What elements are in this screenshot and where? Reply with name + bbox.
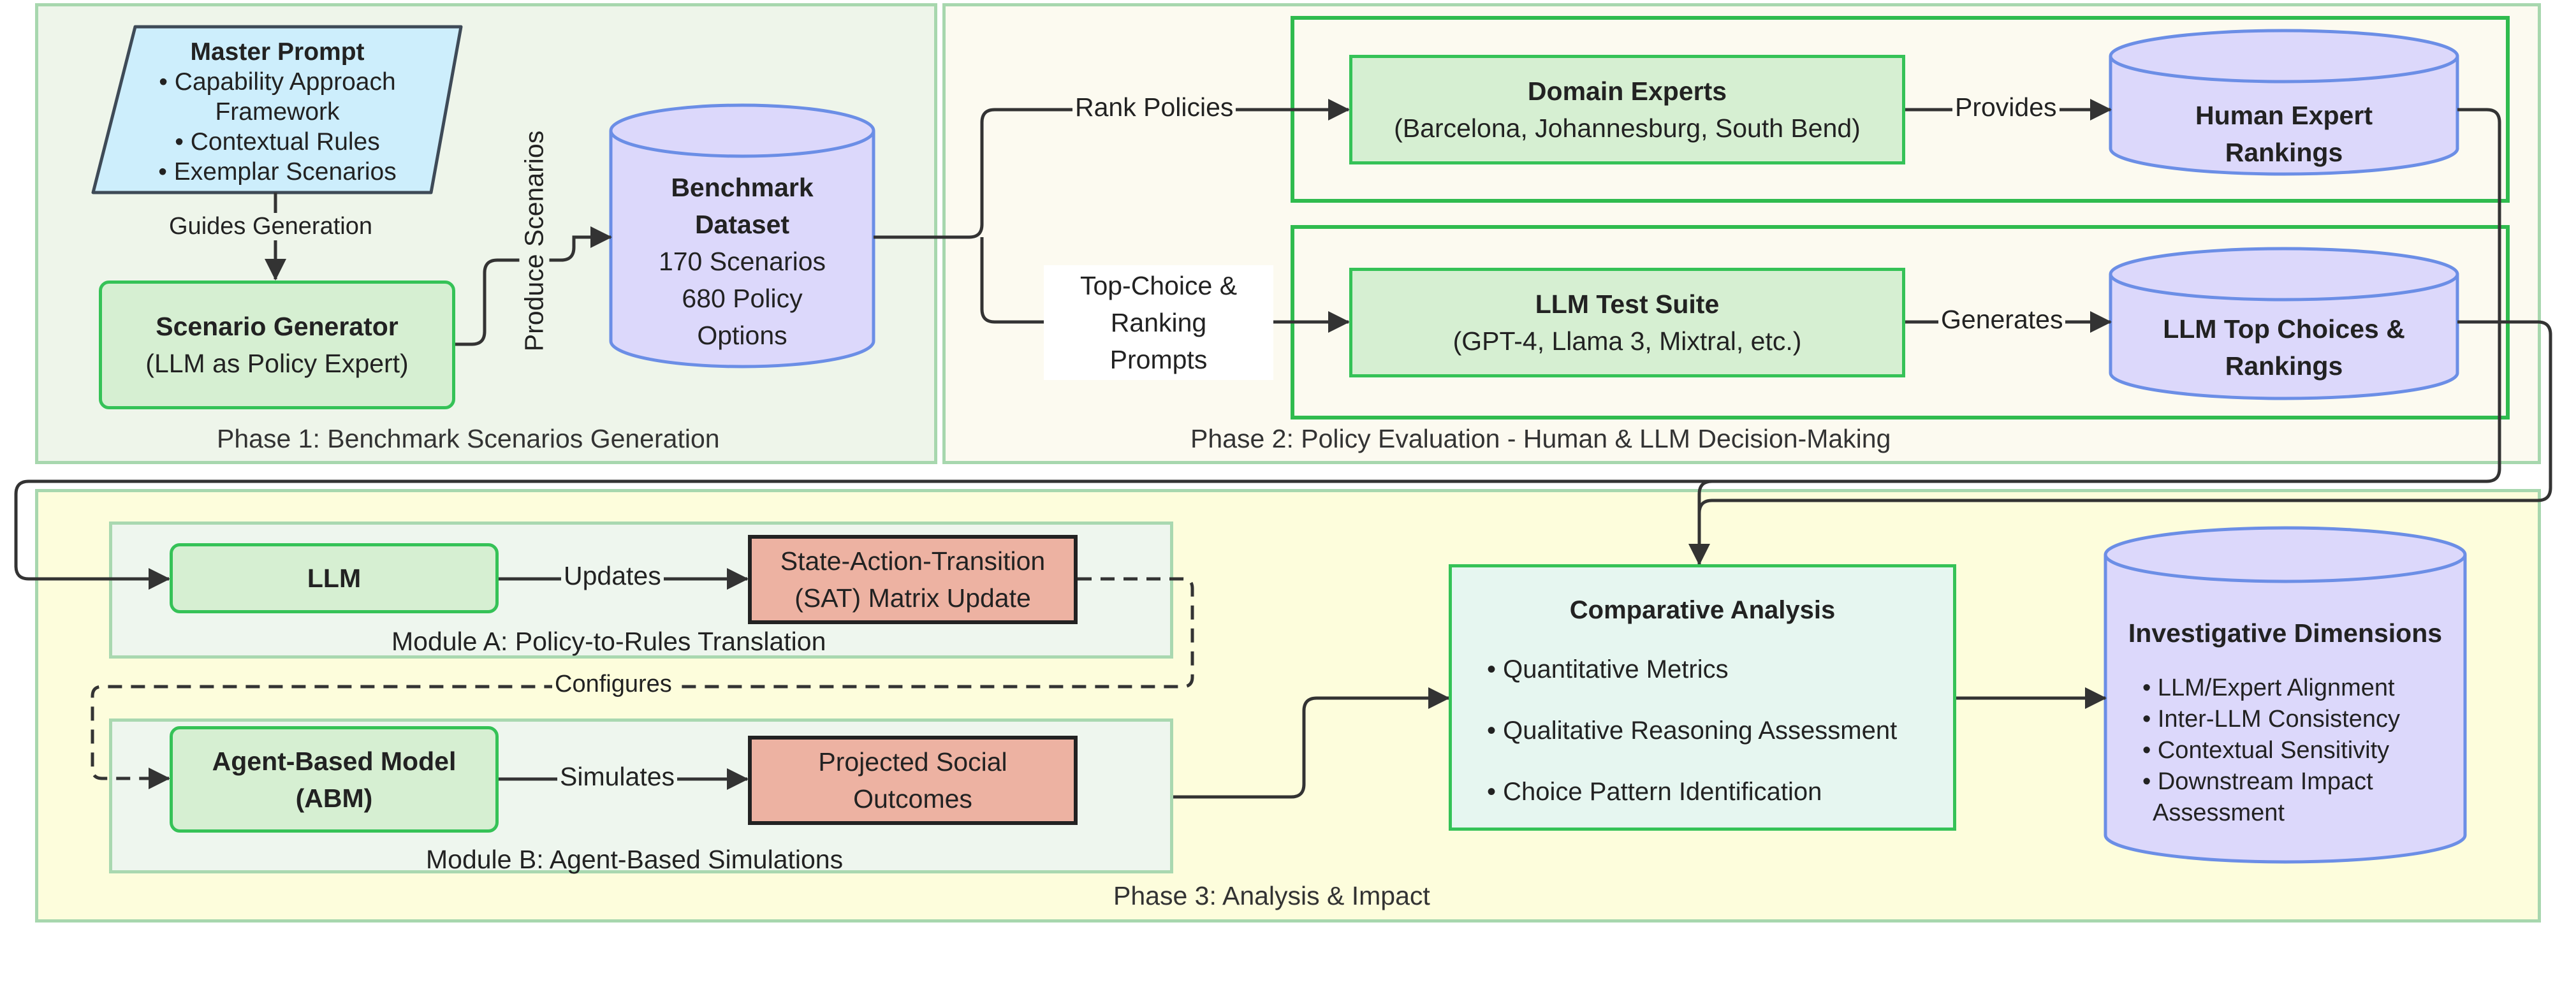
master-prompt-line-1: • Capability Approach (159, 68, 396, 96)
edge-produce-scenarios (455, 226, 612, 346)
benchmark-dataset-cylinder (609, 103, 875, 368)
investigative-item-3: • Contextual Sensitivity (2142, 737, 2390, 764)
llm-rankings-cylinder (2109, 247, 2459, 400)
prompts-line-2: Ranking (1110, 308, 1207, 337)
prompts-line-3: Prompts (1109, 345, 1208, 374)
benchmark-dataset-text: Benchmark Dataset 170 Scenarios 680 Poli… (611, 159, 874, 363)
module-a-llm-label: LLM (307, 564, 362, 593)
investigative-list: • LLM/Expert Alignment • Inter-LLM Consi… (2142, 673, 2400, 829)
abm-box: Agent-Based Model (ABM) (170, 726, 499, 833)
label-produce-scenarios: Produce Scenarios (519, 130, 550, 352)
scenario-generator-title: Scenario Generator (156, 312, 399, 341)
comparative-item-2: • Qualitative Reasoning Assessment (1487, 717, 1898, 745)
master-prompt-text: Master Prompt • Capability Approach Fram… (128, 32, 427, 191)
comparative-analysis-title: Comparative Analysis (1569, 596, 1836, 624)
abm-line-1: Agent-Based Model (212, 746, 457, 776)
llm-test-suite-box: LLM Test Suite (GPT-4, Llama 3, Mixtral,… (1349, 268, 1905, 377)
label-generates: Generates (1938, 305, 2066, 335)
benchmark-line-3: Options (697, 321, 787, 350)
label-prompts: Top-Choice & Ranking Prompts (1044, 265, 1273, 380)
sat-line-1: State-Action-Transition (780, 546, 1046, 576)
comparative-item-1: • Quantitative Metrics (1487, 655, 1729, 683)
scenario-generator-box: Scenario Generator (LLM as Policy Expert… (99, 281, 455, 409)
phase3-label: Phase 3: Analysis & Impact (1113, 881, 1430, 910)
label-provides: Provides (1952, 92, 2060, 122)
domain-experts-subtitle: (Barcelona, Johannesburg, South Bend) (1394, 113, 1861, 143)
edge-simulations-to-analysis (1173, 687, 1450, 799)
edge-rank-policies (874, 99, 1350, 239)
module-a-llm-box: LLM (170, 543, 499, 613)
llm-rankings-text: LLM Top Choices & Rankings (2111, 300, 2457, 395)
investigative-item-5: Assessment (2153, 799, 2285, 826)
projected-outcomes-box: Projected Social Outcomes (748, 736, 1078, 825)
benchmark-title-2: Dataset (694, 210, 790, 239)
domain-experts-box: Domain Experts (Barcelona, Johannesburg,… (1349, 55, 1905, 164)
investigative-title: Investigative Dimensions (2128, 618, 2443, 648)
investigative-item-2: • Inter-LLM Consistency (2142, 706, 2401, 733)
benchmark-title-1: Benchmark (671, 173, 814, 202)
scenario-generator-subtitle: (LLM as Policy Expert) (145, 349, 409, 378)
edge-prompts (980, 237, 1350, 333)
label-rank-policies: Rank Policies (1072, 92, 1236, 122)
master-prompt-line-4: • Exemplar Scenarios (158, 157, 397, 186)
benchmark-line-2: 680 Policy (682, 284, 803, 313)
master-prompt-title: Master Prompt (190, 38, 365, 66)
label-updates: Updates (561, 561, 664, 591)
phase2-label: Phase 2: Policy Evaluation - Human & LLM… (1190, 424, 1891, 453)
comparative-analysis-box: Comparative Analysis • Quantitative Metr… (1449, 564, 1956, 831)
investigative-item-4: • Downstream Impact (2142, 768, 2373, 795)
label-guides-generation: Guides Generation (169, 213, 372, 240)
comparative-item-3: • Choice Pattern Identification (1487, 778, 1822, 806)
master-prompt-shape (91, 25, 463, 194)
label-configures: Configures (552, 671, 675, 698)
llm-test-suite-subtitle: (GPT-4, Llama 3, Mixtral, etc.) (1453, 326, 1802, 356)
llm-test-suite-title: LLM Test Suite (1535, 289, 1720, 319)
outcomes-line-1: Projected Social (818, 747, 1007, 777)
prompts-line-1: Top-Choice & (1079, 271, 1238, 300)
outcomes-line-2: Outcomes (853, 784, 972, 813)
phase1-label: Phase 1: Benchmark Scenarios Generation (217, 424, 720, 453)
abm-line-2: (ABM) (295, 783, 373, 813)
sat-matrix-box: State-Action-Transition (SAT) Matrix Upd… (748, 535, 1078, 624)
master-prompt-line-2: Framework (215, 98, 340, 126)
human-rankings-line-2: Rankings (2225, 138, 2343, 167)
human-rankings-text: Human Expert Rankings (2111, 86, 2457, 182)
llm-rankings-line-1: LLM Top Choices & (2163, 314, 2405, 344)
module-a-label: Module A: Policy-to-Rules Translation (392, 627, 826, 656)
benchmark-line-1: 170 Scenarios (658, 247, 826, 276)
edge-llm-rankings-to-analysis (1688, 320, 2552, 565)
investigative-item-1: • LLM/Expert Alignment (2142, 675, 2395, 701)
llm-rankings-line-2: Rankings (2225, 351, 2343, 381)
investigative-dimensions-text: Investigative Dimensions • LLM/Expert Al… (2105, 596, 2465, 838)
master-prompt-line-3: • Contextual Rules (175, 128, 380, 156)
human-rankings-line-1: Human Expert (2195, 101, 2373, 130)
module-b-label: Module B: Agent-Based Simulations (426, 845, 844, 874)
human-rankings-cylinder (2109, 29, 2459, 176)
investigative-dimensions-cylinder (2104, 526, 2467, 864)
edge-human-to-llm (14, 108, 2501, 590)
label-simulates: Simulates (557, 762, 678, 792)
domain-experts-title: Domain Experts (1527, 77, 1727, 106)
edge-human-to-analysis (1697, 479, 1713, 513)
sat-line-2: (SAT) Matrix Update (794, 583, 1031, 613)
